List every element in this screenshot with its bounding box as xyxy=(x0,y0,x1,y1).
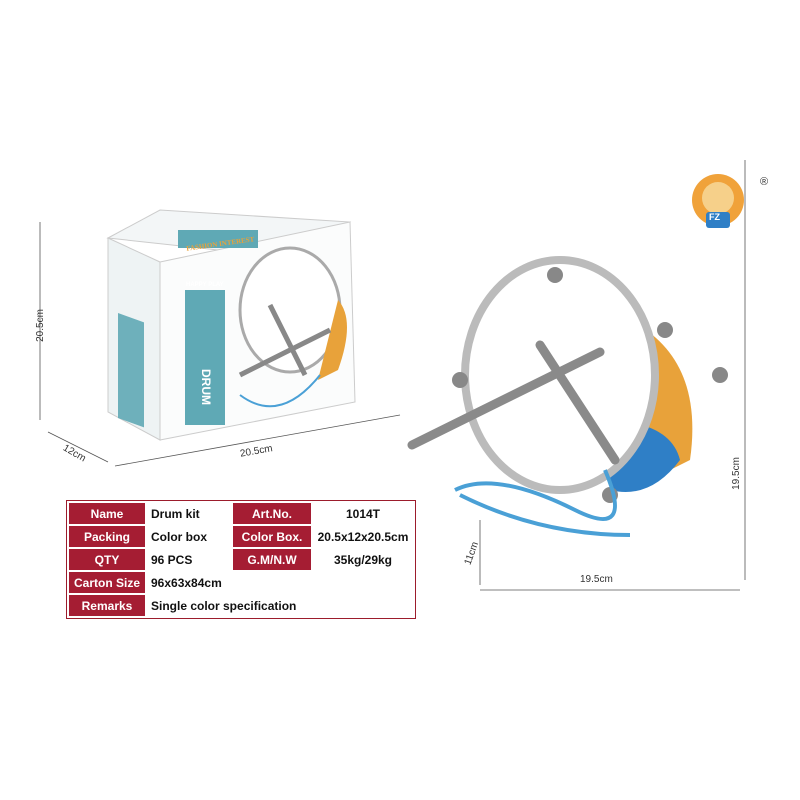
row-value2: 35kg/29kg xyxy=(333,552,393,567)
registered-mark: ® xyxy=(760,176,769,188)
drum-image xyxy=(407,256,728,537)
table-row: Carton Size 96x63x84cm xyxy=(69,572,413,593)
row-value: 96 PCS xyxy=(151,552,193,567)
row-value: 96x63x84cm xyxy=(151,575,222,590)
row-label: Remarks xyxy=(69,595,145,616)
row-value2: 1014T xyxy=(345,506,381,521)
row-value: Single color specification xyxy=(151,598,297,613)
color-box-image xyxy=(106,209,356,441)
row-value: Color box xyxy=(151,529,207,544)
table-row: QTY 96 PCS G.M/N.W 35kg/29kg xyxy=(69,549,413,570)
row-label: QTY xyxy=(69,549,145,570)
drum-width-label: 19.5cm xyxy=(580,574,613,585)
row-label2: Art.No. xyxy=(233,503,311,524)
table-row: Remarks Single color specification xyxy=(69,595,413,616)
box-subtitle: HAPPY PLAY xyxy=(186,282,224,288)
box-title: DRUM xyxy=(199,369,213,405)
logo-badge: FZ xyxy=(709,212,720,222)
box-height-label: 20.5cm xyxy=(34,309,46,342)
row-label: Name xyxy=(69,503,145,524)
box-dimension-lines xyxy=(39,222,401,467)
lion-logo xyxy=(692,174,744,228)
table-row: Name Drum kit Art.No. 1014T xyxy=(69,503,413,524)
spec-table: Name Drum kit Art.No. 1014T Packing Colo… xyxy=(66,500,416,619)
row-label2: Color Box. xyxy=(233,526,311,547)
row-value: Drum kit xyxy=(151,506,200,521)
row-value2: 20.5x12x20.5cm xyxy=(317,529,409,544)
table-row: Packing Color box Color Box. 20.5x12x20.… xyxy=(69,526,413,547)
row-label2: G.M/N.W xyxy=(233,549,311,570)
row-label: Carton Size xyxy=(69,572,145,593)
row-label: Packing xyxy=(69,526,145,547)
drum-height-label: 19.5cm xyxy=(730,457,742,490)
drum-dimension-lines xyxy=(479,160,746,591)
